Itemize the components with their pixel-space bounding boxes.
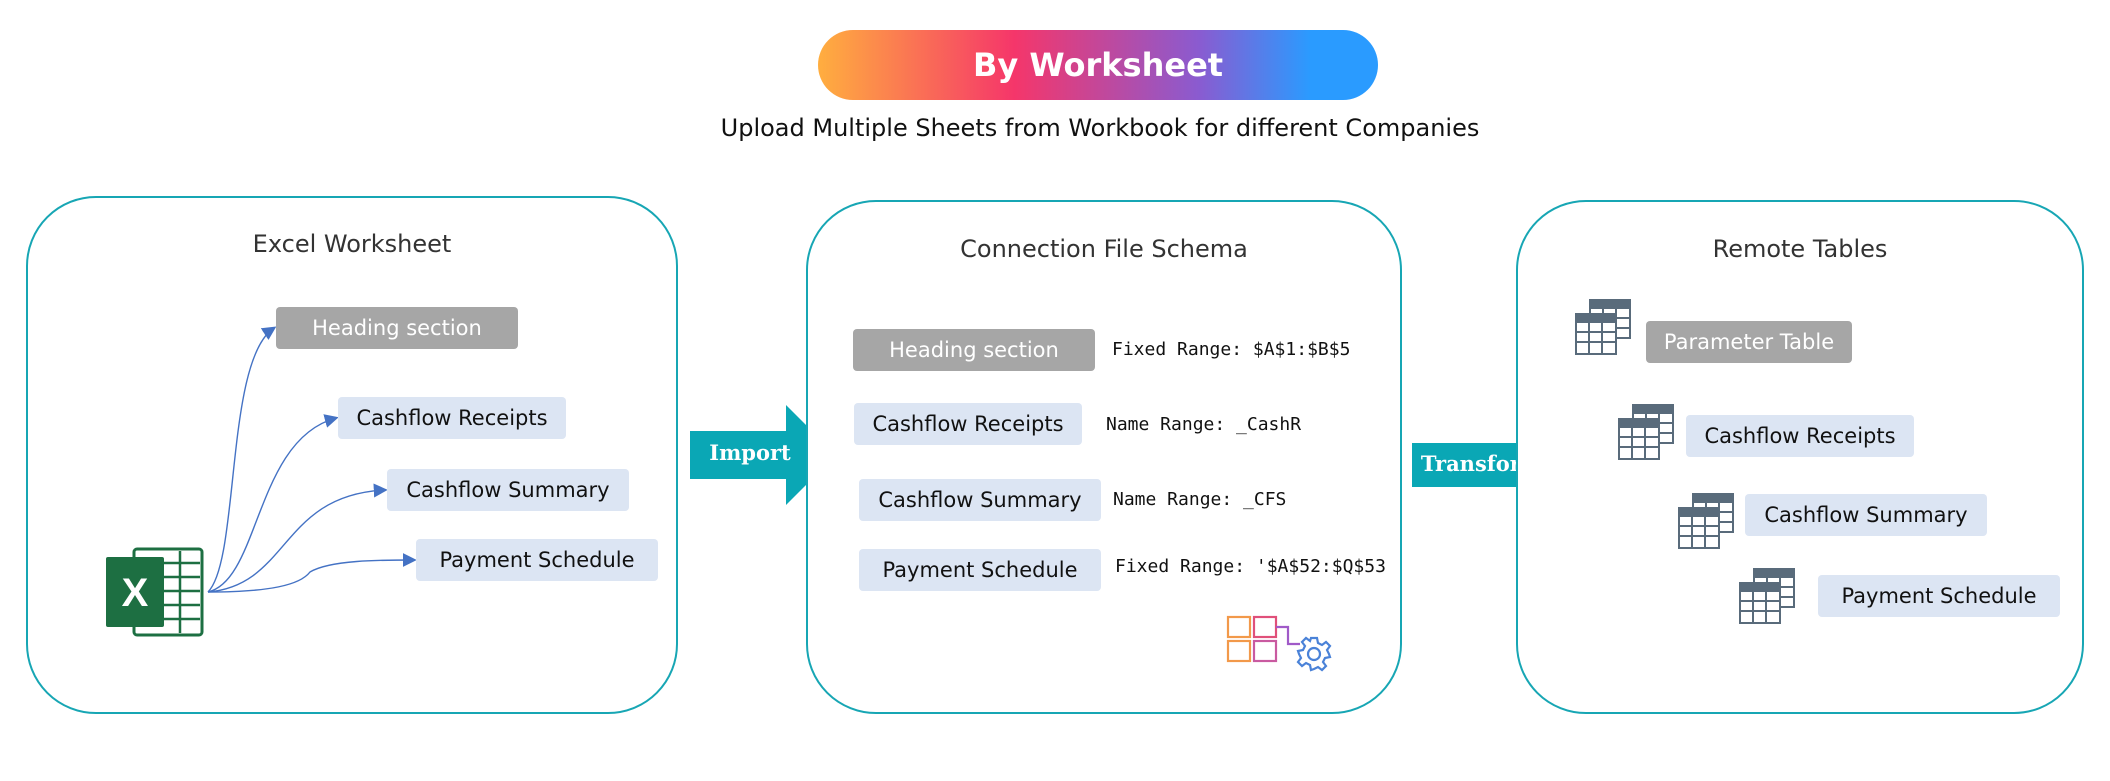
import-label: Import xyxy=(709,440,791,465)
connector-heading xyxy=(207,326,277,593)
connector-payment xyxy=(207,553,417,593)
schema-item-cashflow-summary: Cashflow Summary xyxy=(859,479,1101,521)
remote-tables-panel xyxy=(1516,200,2084,714)
remote-item-parameter-table: Parameter Table xyxy=(1646,321,1852,363)
table-icon xyxy=(1678,493,1734,549)
table-icon xyxy=(1739,568,1795,624)
schema-item-payment-schedule: Payment Schedule xyxy=(859,549,1101,591)
excel-item-heading: Heading section xyxy=(276,307,518,349)
schema-range-payment: Fixed Range: '$A$52:$Q$53 xyxy=(1115,556,1386,577)
remote-panel-title: Remote Tables xyxy=(1712,235,1888,263)
schema-item-cashflow-receipts: Cashflow Receipts xyxy=(854,403,1082,445)
excel-item-payment-schedule: Payment Schedule xyxy=(416,539,658,581)
schema-range-heading: Fixed Range: $A$1:$B$5 xyxy=(1112,339,1351,360)
schema-gear-icon xyxy=(1226,615,1332,672)
remote-item-payment-schedule: Payment Schedule xyxy=(1818,575,2060,617)
excel-connectors xyxy=(207,326,417,593)
remote-item-cashflow-summary: Cashflow Summary xyxy=(1745,494,1987,536)
svg-text:X: X xyxy=(122,571,149,615)
connector-receipts xyxy=(207,414,339,593)
schema-range-summary: Name Range: _CFS xyxy=(1113,489,1287,510)
excel-item-cashflow-summary: Cashflow Summary xyxy=(387,469,629,511)
schema-item-heading: Heading section xyxy=(853,329,1095,371)
page-subtitle: Upload Multiple Sheets from Workbook for… xyxy=(720,114,1480,142)
page-title: By Worksheet xyxy=(818,30,1378,100)
remote-item-cashflow-receipts: Cashflow Receipts xyxy=(1686,415,1914,457)
excel-item-cashflow-receipts: Cashflow Receipts xyxy=(338,397,566,439)
connector-summary xyxy=(207,483,388,593)
import-arrow xyxy=(690,405,836,505)
excel-panel-title: Excel Worksheet xyxy=(252,230,452,258)
schema-panel-title: Connection File Schema xyxy=(960,235,1248,263)
schema-range-receipts: Name Range: _CashR xyxy=(1106,414,1302,435)
schema-panel xyxy=(806,200,1402,714)
excel-icon: X xyxy=(106,547,204,637)
table-icon xyxy=(1618,404,1674,460)
table-icon xyxy=(1575,299,1631,355)
